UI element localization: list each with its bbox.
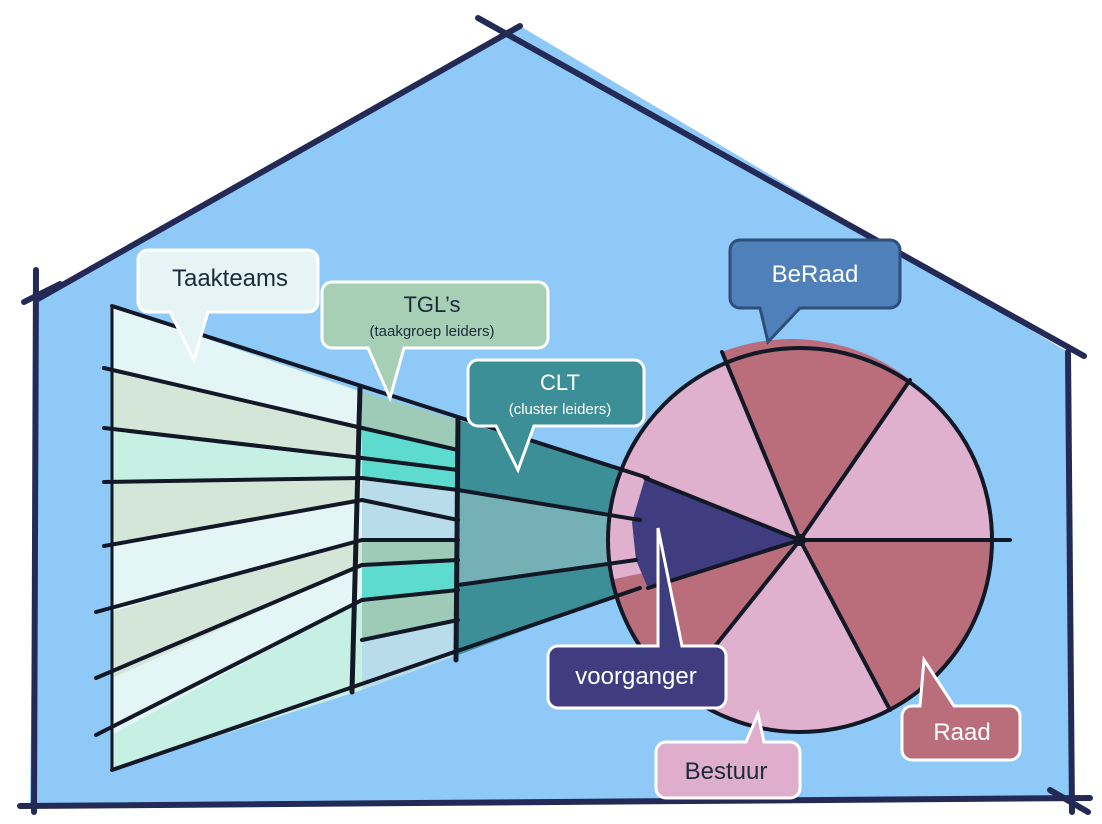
raad-label: Raad bbox=[933, 719, 990, 746]
voorganger-segment bbox=[632, 478, 800, 588]
taakteams-label: Taakteams bbox=[172, 265, 288, 292]
tgls-callout: TGL’s (taakgroep leiders) bbox=[320, 280, 550, 403]
fan-ink-lines bbox=[94, 304, 650, 772]
voorganger-callout: voorganger bbox=[546, 527, 728, 710]
house-outline bbox=[17, 15, 1093, 815]
taakteams-callout: Taakteams bbox=[136, 248, 320, 365]
tgls-title: TGL’s bbox=[403, 292, 460, 317]
tgls-subtitle: (taakgroep leiders) bbox=[369, 323, 494, 340]
bestuur-label: Bestuur bbox=[685, 758, 768, 785]
beraad-label: BeRaad bbox=[772, 261, 859, 288]
beraad-callout: BeRaad bbox=[728, 238, 902, 346]
bestuur-callout: Bestuur bbox=[654, 709, 802, 800]
raad-callout: Raad bbox=[900, 655, 1022, 762]
voorganger-label: voorganger bbox=[575, 663, 696, 690]
clt-title: CLT bbox=[540, 370, 580, 395]
clt-subtitle: (cluster leiders) bbox=[509, 401, 612, 418]
taakteams-fan bbox=[112, 306, 362, 770]
clt-callout: CLT (cluster leiders) bbox=[466, 358, 646, 474]
